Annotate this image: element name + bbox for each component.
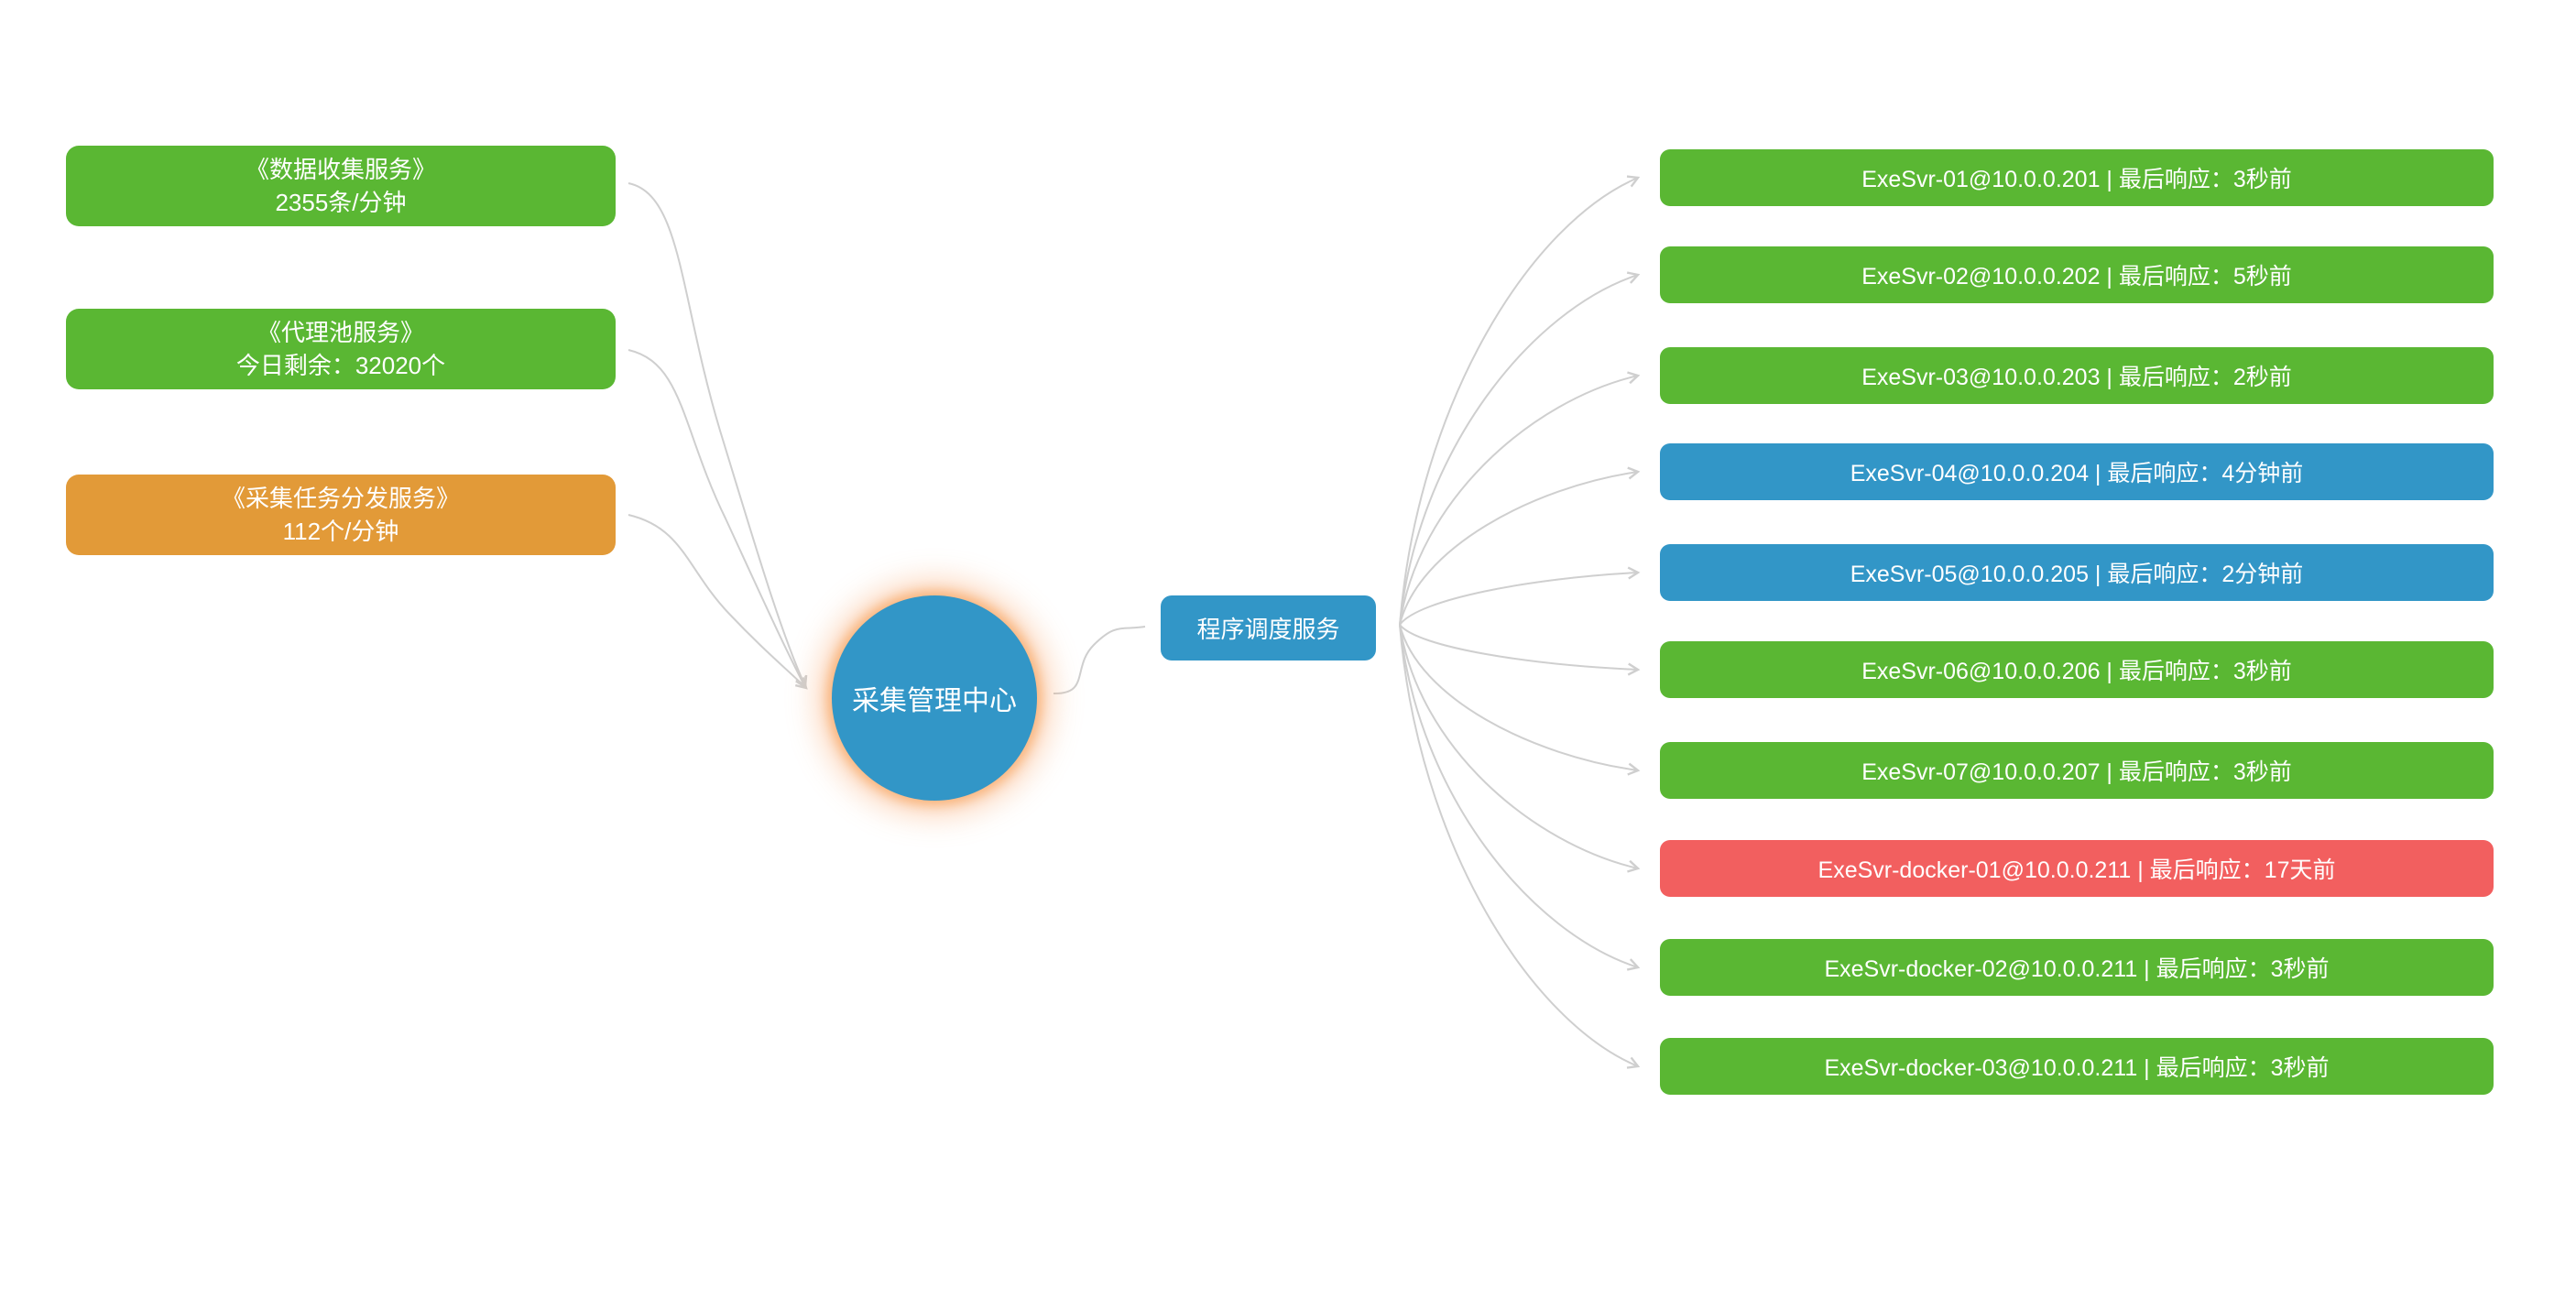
connector-service-3-to-hub: [628, 514, 808, 690]
connector-hub-to-scheduler: [1053, 626, 1146, 695]
connector-service-2-to-hub: [628, 349, 807, 690]
connector-scheduler-to-server-8: [1399, 624, 1641, 873]
server-node-exesvr-03[interactable]: ExeSvr-03@10.0.0.203 | 最后响应：2秒前: [1660, 347, 2494, 404]
server-node-exesvr-02[interactable]: ExeSvr-02@10.0.0.202 | 最后响应：5秒前: [1660, 246, 2494, 303]
server-node-exesvr-07[interactable]: ExeSvr-07@10.0.0.207 | 最后响应：3秒前: [1660, 742, 2494, 799]
service-metric: 112个/分钟: [282, 518, 399, 545]
server-status-label: ExeSvr-05@10.0.0.205 | 最后响应：2分钟前: [1850, 562, 2304, 587]
service-metric: 2355条/分钟: [275, 189, 407, 216]
connector-scheduler-to-server-3: [1399, 371, 1641, 626]
service-node-proxy-pool[interactable]: 《代理池服务》 今日剩余：32020个: [66, 309, 616, 389]
connector-scheduler-to-server-7: [1399, 624, 1641, 776]
server-node-exesvr-docker-01[interactable]: ExeSvr-docker-01@10.0.0.211 | 最后响应：17天前: [1660, 840, 2494, 897]
service-node-data-collection[interactable]: 《数据收集服务》 2355条/分钟: [66, 146, 616, 226]
connector-scheduler-to-server-9: [1399, 624, 1641, 971]
scheduler-node[interactable]: 程序调度服务: [1161, 595, 1376, 660]
service-title: 《采集任务分发服务》: [221, 485, 460, 512]
server-node-exesvr-05[interactable]: ExeSvr-05@10.0.0.205 | 最后响应：2分钟前: [1660, 544, 2494, 601]
connector-scheduler-to-server-2: [1399, 271, 1641, 626]
server-node-exesvr-docker-03[interactable]: ExeSvr-docker-03@10.0.0.211 | 最后响应：3秒前: [1660, 1038, 2494, 1095]
server-status-label: ExeSvr-01@10.0.0.201 | 最后响应：3秒前: [1861, 167, 2292, 192]
connector-scheduler-to-server-5: [1399, 566, 1641, 626]
server-node-exesvr-docker-02[interactable]: ExeSvr-docker-02@10.0.0.211 | 最后响应：3秒前: [1660, 939, 2494, 996]
connector-scheduler-to-server-4: [1399, 466, 1641, 626]
server-status-label: ExeSvr-docker-02@10.0.0.211 | 最后响应：3秒前: [1824, 956, 2330, 982]
server-status-label: ExeSvr-docker-03@10.0.0.211 | 最后响应：3秒前: [1824, 1055, 2330, 1081]
hub-label: 采集管理中心: [852, 686, 1017, 716]
connector-scheduler-to-server-10: [1399, 624, 1641, 1069]
server-node-exesvr-04[interactable]: ExeSvr-04@10.0.0.204 | 最后响应：4分钟前: [1660, 443, 2494, 500]
service-metric: 今日剩余：32020个: [235, 352, 446, 379]
server-node-exesvr-01[interactable]: ExeSvr-01@10.0.0.201 | 最后响应：3秒前: [1660, 149, 2494, 206]
connector-service-1-to-hub: [628, 182, 808, 689]
server-status-label: ExeSvr-07@10.0.0.207 | 最后响应：3秒前: [1861, 759, 2292, 785]
scheduler-label: 程序调度服务: [1196, 616, 1340, 643]
connector-scheduler-to-server-1: [1399, 175, 1641, 626]
server-status-label: ExeSvr-02@10.0.0.202 | 最后响应：5秒前: [1861, 264, 2292, 289]
server-status-label: ExeSvr-04@10.0.0.204 | 最后响应：4分钟前: [1850, 461, 2304, 486]
server-status-label: ExeSvr-06@10.0.0.206 | 最后响应：3秒前: [1861, 659, 2292, 684]
server-node-exesvr-06[interactable]: ExeSvr-06@10.0.0.206 | 最后响应：3秒前: [1660, 641, 2494, 698]
server-status-label: ExeSvr-03@10.0.0.203 | 最后响应：2秒前: [1861, 365, 2292, 390]
service-node-task-dispatch[interactable]: 《采集任务分发服务》 112个/分钟: [66, 475, 616, 555]
server-status-label: ExeSvr-docker-01@10.0.0.211 | 最后响应：17天前: [1817, 857, 2336, 883]
connector-scheduler-to-server-6: [1399, 624, 1641, 676]
service-title: 《数据收集服务》: [245, 156, 436, 183]
hub-node-collection-center[interactable]: 采集管理中心: [832, 595, 1037, 801]
service-title: 《代理池服务》: [257, 319, 424, 346]
